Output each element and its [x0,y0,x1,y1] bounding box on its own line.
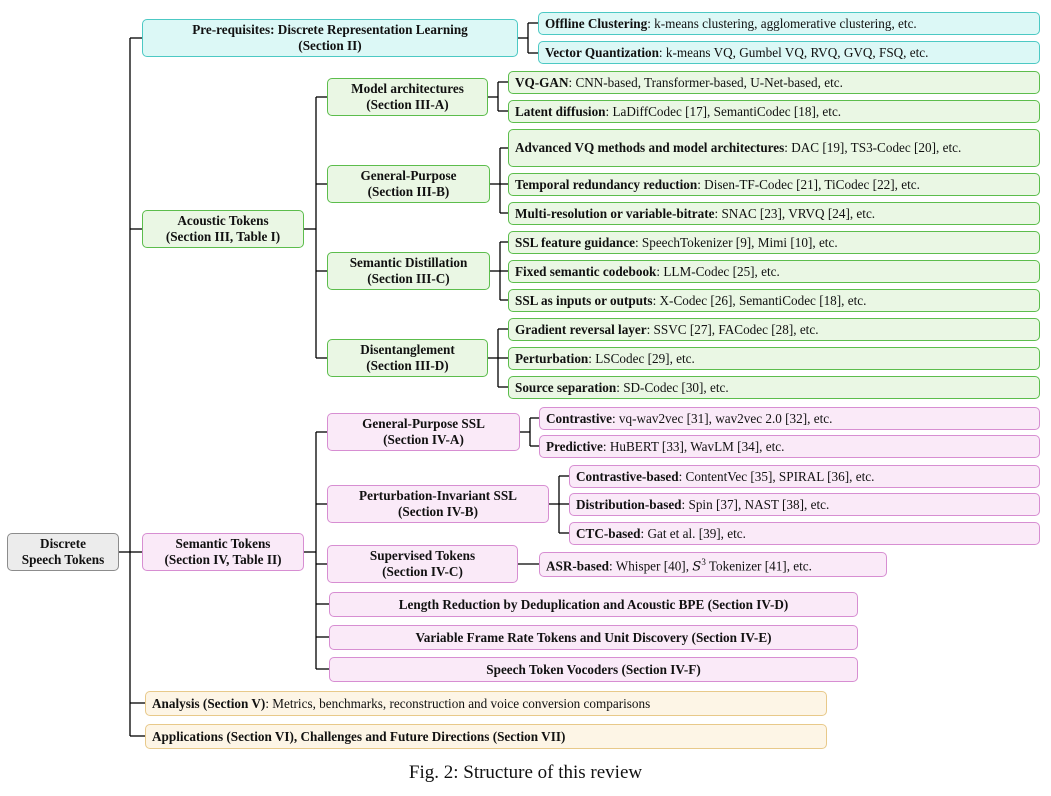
semantic-title: Semantic Tokens [175,536,271,551]
leaf-latent-diffusion: Latent diffusion: LaDiffCodec [17], Sema… [508,100,1040,123]
general-purpose-ssl-node: General-Purpose SSL(Section IV-A) [327,413,520,451]
general-purpose-node: General-Purpose(Section III-B) [327,165,490,203]
leaf-ssl-feature-guidance: SSL feature guidance: SpeechTokenizer [9… [508,231,1040,254]
analysis-node: Analysis (Section V): Metrics, benchmark… [145,691,827,716]
prereq-section: (Section II) [298,38,362,53]
leaf-fixed-semantic-codebook: Fixed semantic codebook: LLM-Codec [25],… [508,260,1040,283]
acoustic-title: Acoustic Tokens [177,213,269,228]
root-title-line1: Discrete [40,536,86,551]
leaf-advanced-vq: Advanced VQ methods and model architectu… [508,129,1040,167]
root-title-line2: Speech Tokens [21,552,105,567]
perturbation-invariant-ssl-node: Perturbation-Invariant SSL(Section IV-B) [327,485,549,523]
semantic-tokens-node: Semantic Tokens(Section IV, Table II) [142,533,304,571]
leaf-vector-quantization: Vector Quantization: k-means VQ, Gumbel … [538,41,1040,64]
leaf-source-separation: Source separation: SD-Codec [30], etc. [508,376,1040,399]
model-architectures-node: Model architectures(Section III-A) [327,78,488,116]
dedup-node: Length Reduction by Deduplication and Ac… [329,592,858,617]
applications-node: Applications (Section VI), Challenges an… [145,724,827,749]
leaf-vq-gan: VQ-GAN: CNN-based, Transformer-based, U-… [508,71,1040,94]
figure-caption: Fig. 2: Structure of this review [408,762,643,783]
disentanglement-node: Disentanglement(Section III-D) [327,339,488,377]
leaf-asr-based: ASR-based: Whisper [40], S3 Tokenizer [4… [539,552,887,577]
prereq-node: Pre-requisites: Discrete Representation … [142,19,518,57]
leaf-contrastive: Contrastive: vq-wav2vec [31], wav2vec 2.… [539,407,1040,430]
variable-frame-rate-node: Variable Frame Rate Tokens and Unit Disc… [329,625,858,650]
leaf-temporal-redundancy: Temporal redundancy reduction: Disen-TF-… [508,173,1040,196]
acoustic-section: (Section III, Table I) [165,229,281,244]
leaf-distribution-based: Distribution-based: Spin [37], NAST [38]… [569,493,1040,516]
leaf-multi-resolution: Multi-resolution or variable-bitrate: SN… [508,202,1040,225]
leaf-ssl-inputs-outputs: SSL as inputs or outputs: X-Codec [26], … [508,289,1040,312]
leaf-gradient-reversal: Gradient reversal layer: SSVC [27], FACo… [508,318,1040,341]
semantic-distillation-node: Semantic Distillation(Section III-C) [327,252,490,290]
prereq-title: Pre-requisites: Discrete Representation … [192,22,468,37]
supervised-tokens-node: Supervised Tokens(Section IV-C) [327,545,518,583]
leaf-perturbation: Perturbation: LSCodec [29], etc. [508,347,1040,370]
leaf-predictive: Predictive: HuBERT [33], WavLM [34], etc… [539,435,1040,458]
semantic-section: (Section IV, Table II) [164,552,282,567]
leaf-offline-clustering: Offline Clustering: k-means clustering, … [538,12,1040,35]
leaf-ctc-based: CTC-based: Gat et al. [39], etc. [569,522,1040,545]
speech-token-vocoders-node: Speech Token Vocoders (Section IV-F) [329,657,858,682]
leaf-contrastive-based: Contrastive-based: ContentVec [35], SPIR… [569,465,1040,488]
acoustic-tokens-node: Acoustic Tokens(Section III, Table I) [142,210,304,248]
